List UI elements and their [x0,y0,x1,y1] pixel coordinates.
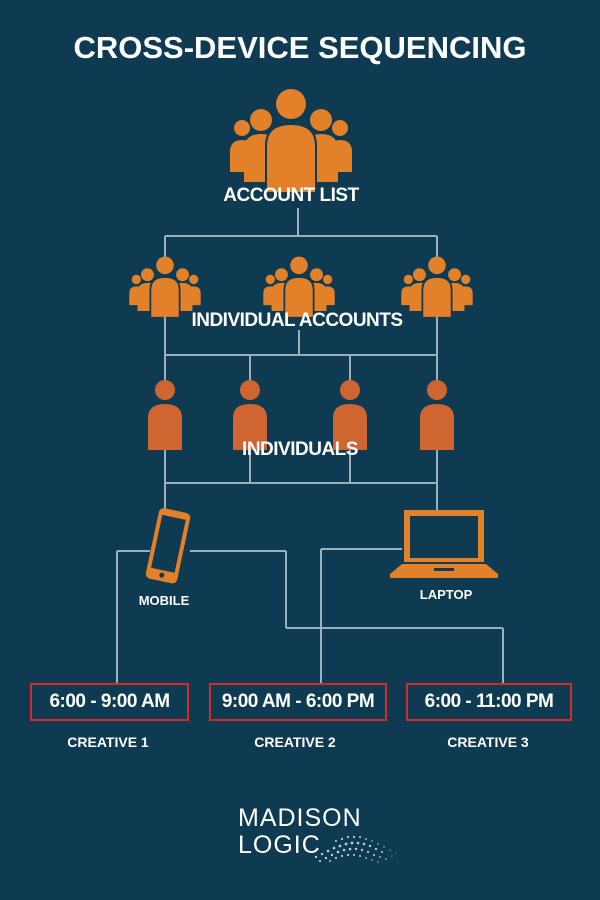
mobile-label: MOBILE [138,593,190,608]
logo-text-line1: MADISON [238,804,362,832]
mobile-phone-icon [145,508,191,584]
individuals-label: INDIVIDUALS [242,439,358,460]
logo-text-line2: LOGIC [238,831,321,859]
timeslot-box-2: 9:00 AM - 6:00 PM [209,683,387,721]
account-list-label: ACCOUNT LIST [223,185,359,206]
individual-account-group-icon [401,256,473,317]
individual-accounts-label: INDIVIDUAL ACCOUNTS [191,310,403,331]
laptop-icon [390,510,498,578]
timeslot-box-3: 6:00 - 11:00 PM [406,683,572,721]
creative-label-1: CREATIVE 1 [67,734,149,750]
creative-label-2: CREATIVE 2 [254,734,336,750]
madison-logic-logo: MADISON LOGIC [238,803,408,863]
individual-person-icon [420,380,454,450]
page-title: CROSS-DEVICE SEQUENCING [73,30,527,65]
individual-account-group-icon [129,256,201,317]
laptop-label: LAPTOP [419,587,473,602]
creative-label-3: CREATIVE 3 [447,734,529,750]
logo-wave-mark [314,835,397,863]
individual-account-group-icon [263,256,335,317]
timeslot-box-1: 6:00 - 9:00 AM [30,683,189,721]
individual-person-icon [333,380,367,450]
individual-person-icon [233,380,267,450]
individual-person-icon [148,380,182,450]
account-list-group-icon [230,89,352,192]
